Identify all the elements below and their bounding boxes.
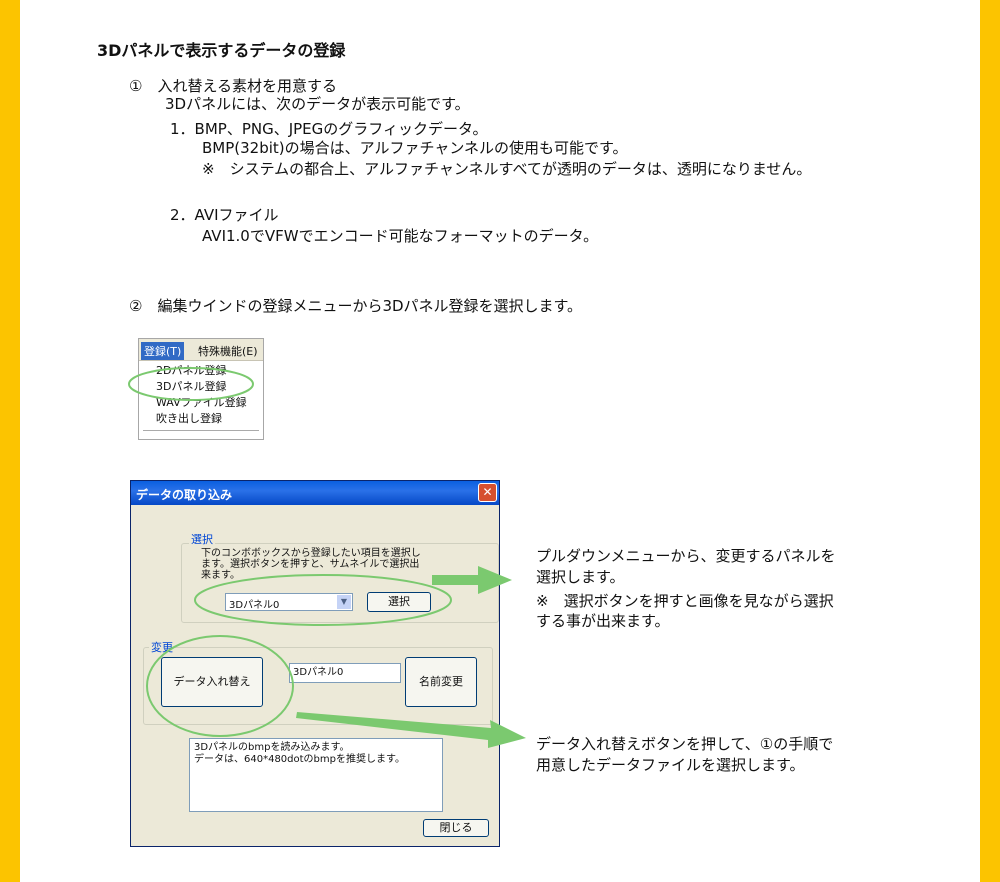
callout1-line3: ※ 選択ボタンを押すと画像を見ながら選択 bbox=[536, 592, 834, 610]
info-line2: データは、640*480dotのbmpを推奨します。 bbox=[194, 754, 405, 765]
arrow-to-callout1-icon bbox=[432, 566, 512, 594]
menu-item-speech-bubble[interactable]: 吹き出し登録 bbox=[156, 412, 222, 425]
data-import-dialog: データの取り込み ✕ 選択 下のコンボボックスから登録したい項目を選択し ます。… bbox=[130, 480, 500, 847]
page-heading: 3Dパネルで表示するデータの登録 bbox=[97, 41, 346, 60]
menu-separator bbox=[143, 430, 259, 431]
select-desc-line3: 来ます。 bbox=[201, 570, 240, 581]
select-group-label: 選択 bbox=[189, 531, 215, 547]
dialog-title: データの取り込み bbox=[136, 488, 233, 502]
arrow-to-callout2-icon bbox=[296, 712, 526, 748]
data-replace-button[interactable]: データ入れ替え bbox=[161, 657, 263, 707]
close-button[interactable]: 閉じる bbox=[423, 819, 489, 837]
step1-item2: 2．AVIファイル bbox=[170, 206, 279, 224]
left-border-stripe bbox=[0, 0, 20, 882]
callout1-line1: プルダウンメニューから、変更するパネルを bbox=[536, 547, 836, 565]
panel-name-value: 3Dパネル0 bbox=[293, 667, 344, 678]
callout1-line2: 選択します。 bbox=[536, 568, 625, 586]
right-border-stripe bbox=[980, 0, 1000, 882]
change-group bbox=[143, 647, 493, 725]
step1-item1-note: BMP(32bit)の場合は、アルファチャンネルの使用も可能です。 bbox=[202, 139, 628, 157]
select-desc-line1: 下のコンボボックスから登録したい項目を選択し bbox=[201, 548, 421, 559]
callout2-line2: 用意したデータファイルを選択します。 bbox=[536, 756, 805, 774]
step1-item1: 1．BMP、PNG、JPEGのグラフィックデータ。 bbox=[170, 120, 488, 138]
menu-item-3d-panel[interactable]: 3Dパネル登録 bbox=[156, 380, 227, 393]
panel-combobox[interactable]: 3Dパネル0 ▼ bbox=[225, 593, 353, 611]
chevron-down-icon[interactable]: ▼ bbox=[337, 595, 351, 609]
callout2-line1: データ入れ替えボタンを押して、①の手順で bbox=[536, 735, 834, 753]
step1-item2-note: AVI1.0でVFWでエンコード可能なフォーマットのデータ。 bbox=[202, 227, 599, 245]
select-desc-line2: ます。選択ボタンを押すと、サムネイルで選択出 bbox=[201, 559, 420, 570]
highlight-ellipse-combo bbox=[194, 574, 452, 626]
highlight-ellipse-replace bbox=[146, 635, 294, 737]
step1-item1-warning: ※ システムの都合上、アルファチャンネルすべてが透明のデータは、透明になりません… bbox=[202, 160, 812, 178]
menu-special-functions[interactable]: 特殊機能(E) bbox=[198, 345, 258, 358]
panel-name-input[interactable]: 3Dパネル0 bbox=[289, 663, 401, 683]
info-line1: 3Dパネルのbmpを読み込みます。 bbox=[194, 742, 350, 753]
rename-button[interactable]: 名前変更 bbox=[405, 657, 477, 707]
register-menu-screenshot: 登録(T) 特殊機能(E) 2Dパネル登録 3Dパネル登録 WAVファイル登録 … bbox=[138, 338, 264, 440]
menu-item-2d-panel[interactable]: 2Dパネル登録 bbox=[156, 364, 227, 377]
step1-title: ① 入れ替える素材を用意する bbox=[129, 77, 337, 95]
info-text-area: 3Dパネルのbmpを読み込みます。 データは、640*480dotのbmpを推奨… bbox=[189, 738, 443, 812]
step1-intro: 3Dパネルには、次のデータが表示可能です。 bbox=[165, 95, 470, 113]
select-button[interactable]: 選択 bbox=[367, 592, 431, 612]
step2-title: ② 編集ウインドの登録メニューから3Dパネル登録を選択します。 bbox=[129, 297, 583, 315]
menu-register[interactable]: 登録(T) bbox=[141, 342, 185, 360]
callout1-line4: する事が出来ます。 bbox=[536, 612, 670, 630]
menu-bar: 登録(T) 特殊機能(E) bbox=[139, 339, 263, 361]
combobox-value: 3Dパネル0 bbox=[229, 600, 280, 611]
close-icon[interactable]: ✕ bbox=[478, 483, 497, 502]
highlight-ellipse-menu bbox=[128, 367, 254, 401]
dialog-titlebar: データの取り込み ✕ bbox=[131, 481, 499, 505]
